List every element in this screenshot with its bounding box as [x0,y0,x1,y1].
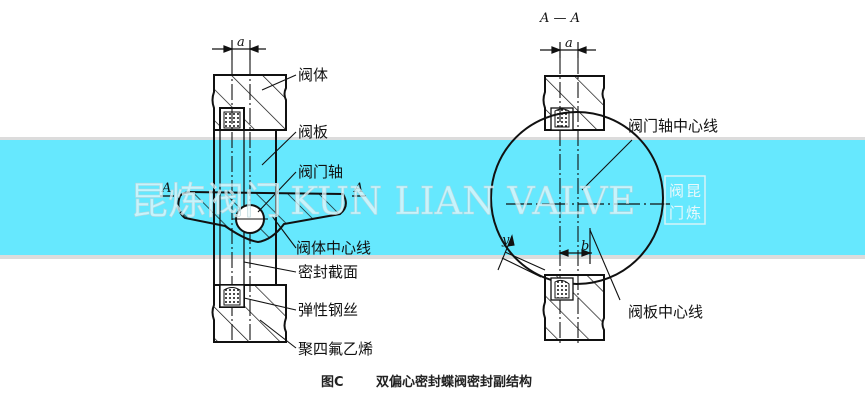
watermark-en-text: KUN LIAN VALVE [290,179,636,223]
svg-text:昆: 昆 [686,182,701,200]
label-ptfe: 聚四氟乙烯 [298,340,373,358]
section-mark-a-right: A [353,181,363,196]
svg-text:门: 门 [669,204,684,222]
label-elastic-steel-wire: 弹性钢丝 [298,301,358,319]
watermark-band-edge-top [0,137,865,141]
watermark-cn-text: 昆炼阀门 [130,179,282,223]
dimension-a-right [540,42,596,58]
label-seal-section: 密封截面 [298,263,358,281]
watermark-band [0,140,865,256]
svg-text:阀: 阀 [669,182,684,200]
figure-number: 图C [321,375,344,390]
dimension-a-label-left: a [237,35,245,50]
dimension-y-label: y [501,233,510,248]
label-valve-disc: 阀板 [298,123,328,141]
label-body-centerline: 阀体中心线 [296,239,371,257]
dimension-a-left [212,40,266,60]
right-view [490,42,670,345]
label-stem-centerline: 阀门轴中心线 [628,117,718,135]
dimension-a-label-right: a [565,36,573,51]
label-valve-stem: 阀门轴 [298,163,343,181]
figure-caption: 双偏心密封蝶阀密封副结构 [376,374,532,390]
dimension-b-label: b [581,239,589,254]
section-mark-a-left: A [161,181,171,196]
watermark-seal: 阀 昆 门 炼 [664,175,706,225]
watermark-band-edge-bottom [0,255,865,259]
label-disc-centerline: 阀板中心线 [628,303,703,321]
label-valve-body: 阀体 [298,66,328,84]
section-title: A — A [539,11,580,26]
watermark: 昆炼阀门 KUN LIAN VALVE 阀 昆 门 炼 [130,175,706,225]
left-view [160,40,366,349]
svg-text:炼: 炼 [686,204,701,222]
